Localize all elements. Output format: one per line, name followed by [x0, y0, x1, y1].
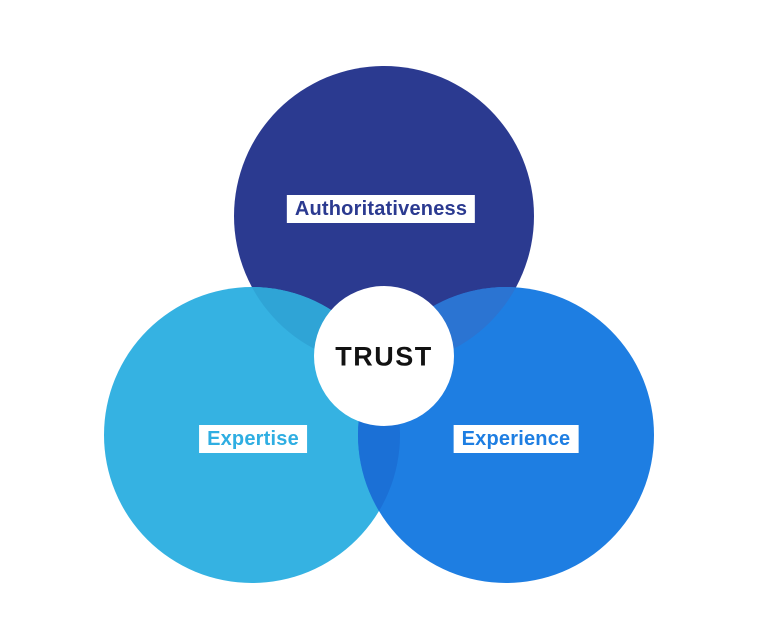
label-experience: Experience — [453, 425, 579, 453]
label-authoritativeness: Authoritativeness — [286, 195, 476, 223]
label-expertise: Expertise — [199, 425, 307, 453]
trust-label: TRUST — [335, 341, 433, 372]
trust-circle — [314, 286, 454, 426]
